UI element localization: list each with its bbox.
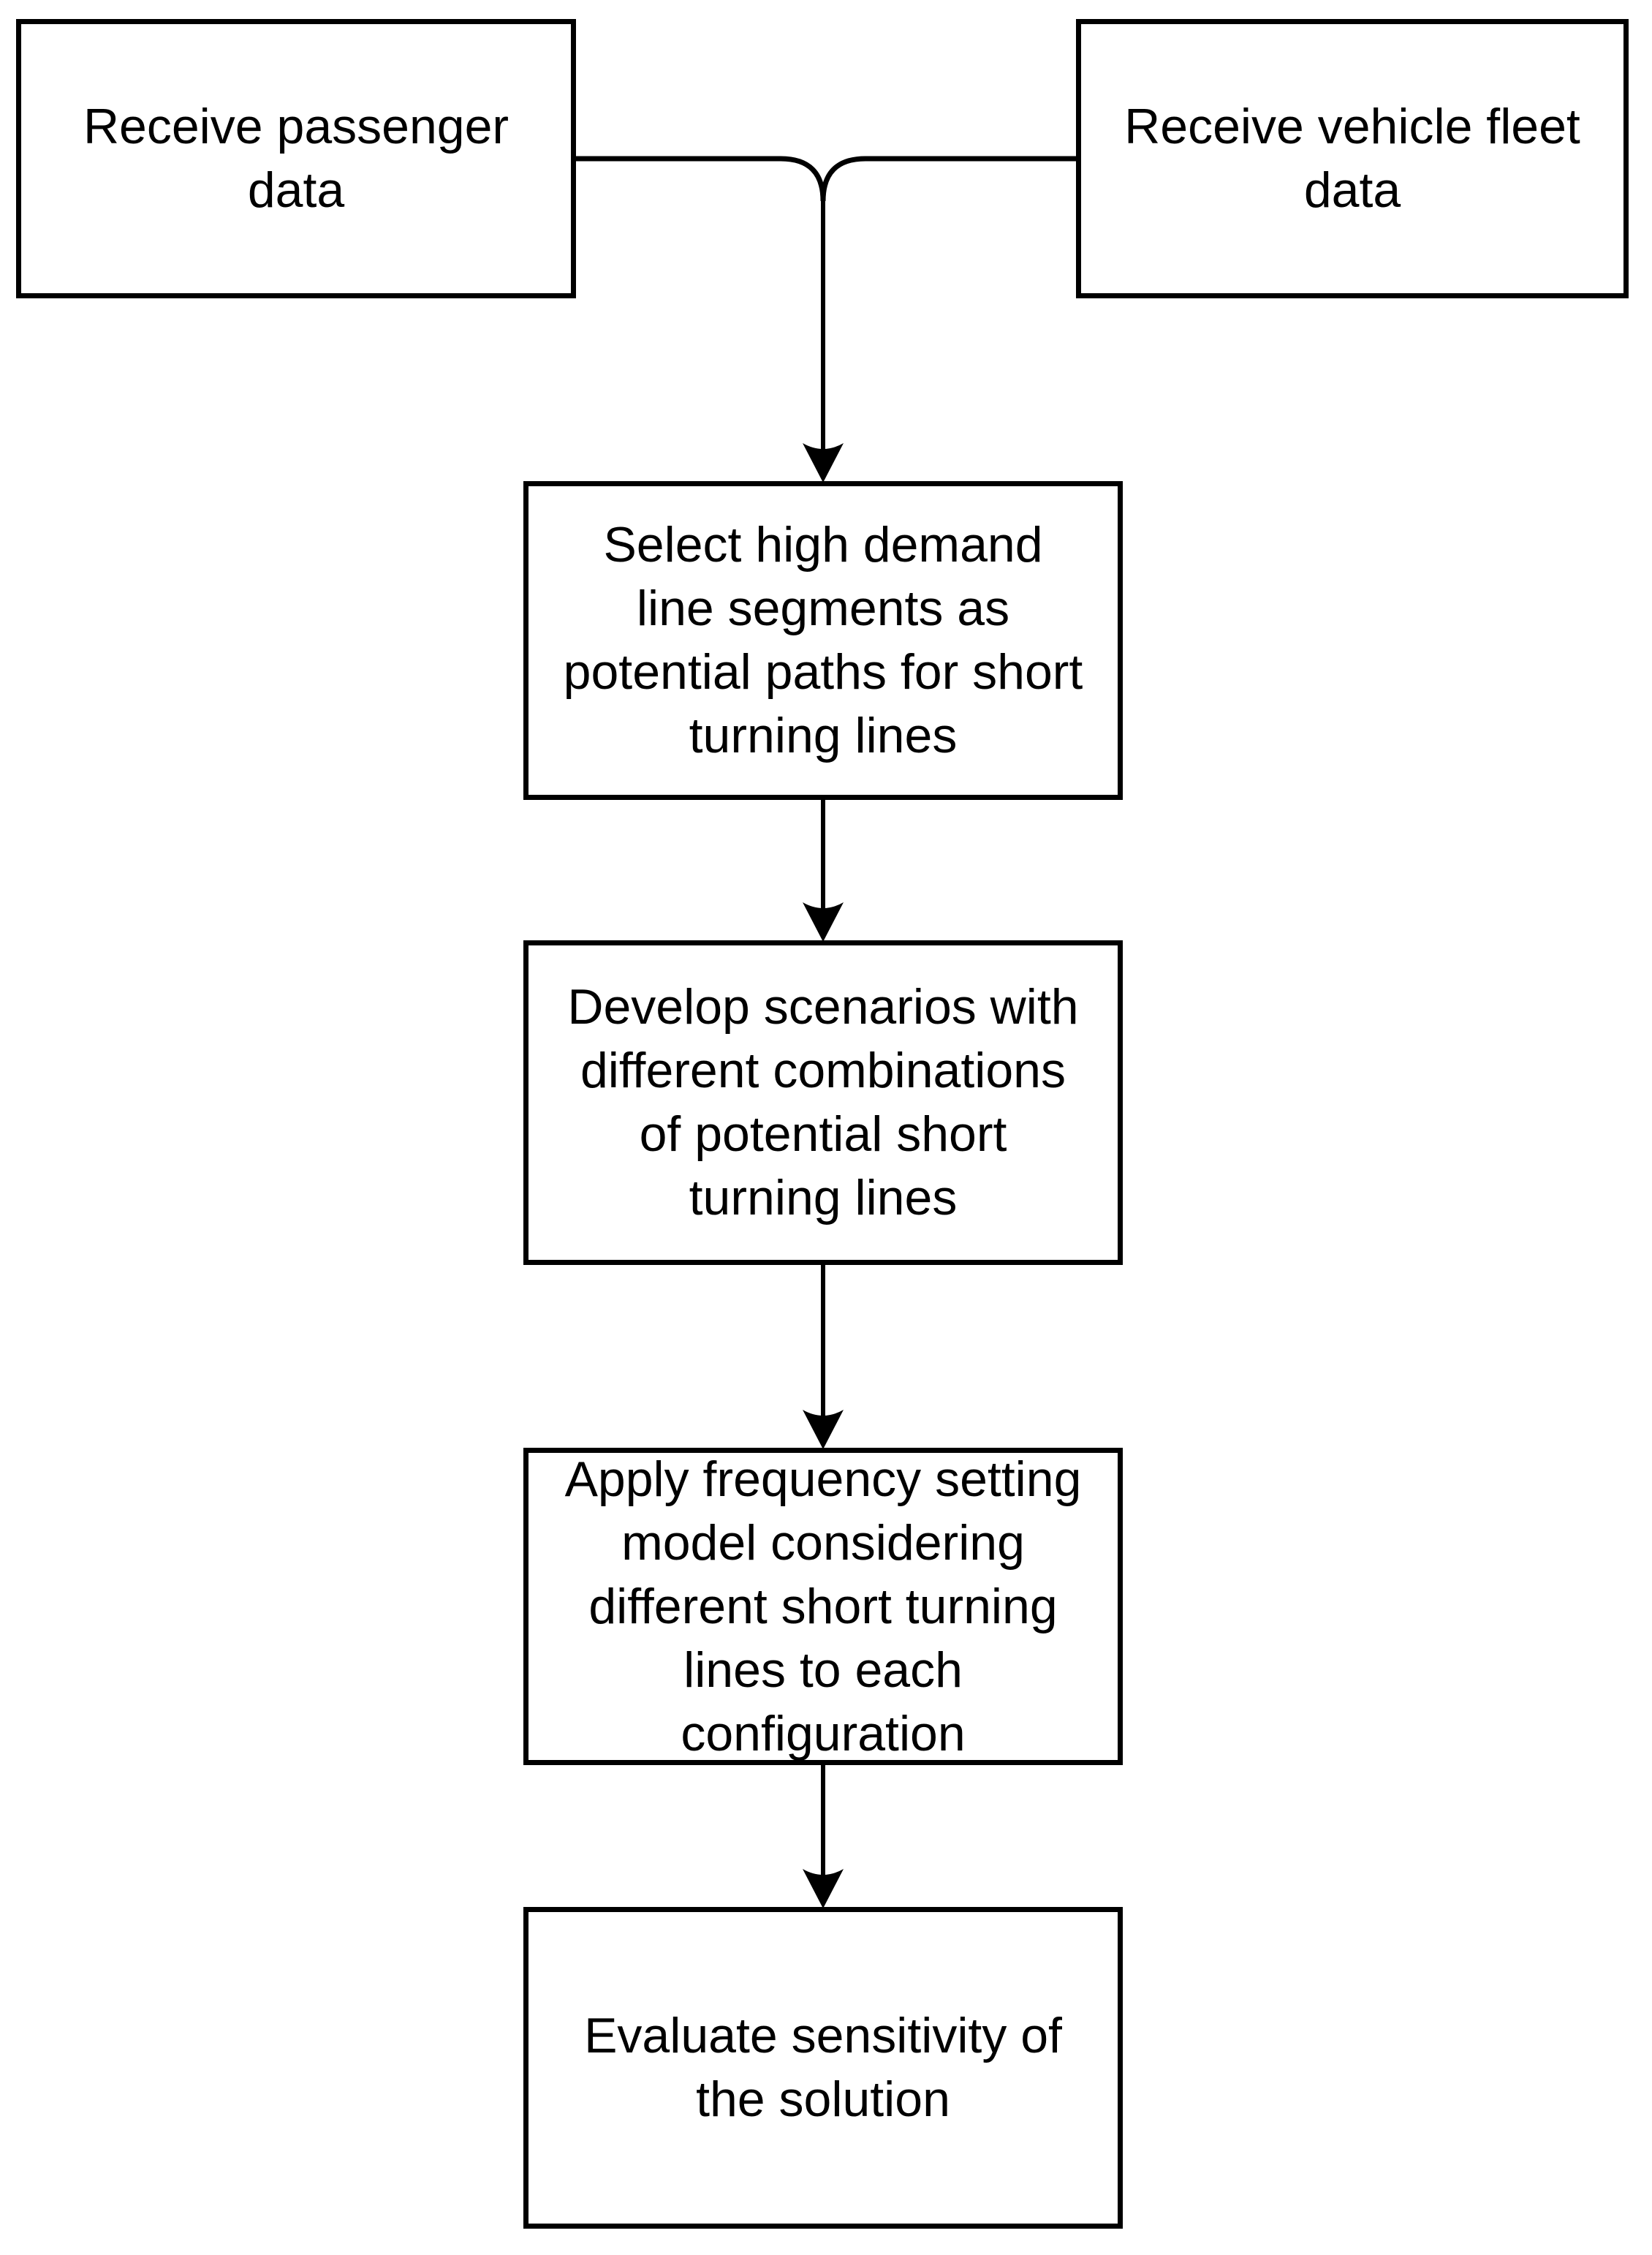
node-label: Evaluate sensitivity of the solution bbox=[584, 2008, 1062, 2127]
node-label: Receive vehicle fleet data bbox=[1124, 99, 1580, 218]
node-label: Select high demand line segments as pote… bbox=[563, 517, 1083, 763]
arrowhead-down-icon bbox=[803, 902, 844, 942]
edge-passenger-merge-line bbox=[576, 156, 826, 202]
node-apply-frequency-setting-model: Apply frequency setting model considerin… bbox=[523, 1448, 1123, 1765]
node-select-high-demand-segments: Select high demand line segments as pote… bbox=[523, 481, 1123, 800]
node-develop-scenarios: Develop scenarios with different combina… bbox=[523, 940, 1123, 1265]
node-label: Develop scenarios with different combina… bbox=[567, 979, 1079, 1225]
arrowhead-down-icon bbox=[803, 443, 844, 483]
node-receive-passenger-data: Receive passenger data bbox=[16, 19, 576, 298]
node-evaluate-sensitivity: Evaluate sensitivity of the solution bbox=[523, 1907, 1123, 2229]
node-label: Apply frequency setting model considerin… bbox=[564, 1451, 1082, 1761]
arrowhead-down-icon bbox=[803, 1410, 844, 1449]
node-receive-vehicle-fleet-data: Receive vehicle fleet data bbox=[1076, 19, 1629, 298]
edge-vehicle-merge-line bbox=[820, 156, 1076, 202]
node-label: Receive passenger data bbox=[83, 99, 509, 218]
arrowhead-down-icon bbox=[803, 1869, 844, 1908]
